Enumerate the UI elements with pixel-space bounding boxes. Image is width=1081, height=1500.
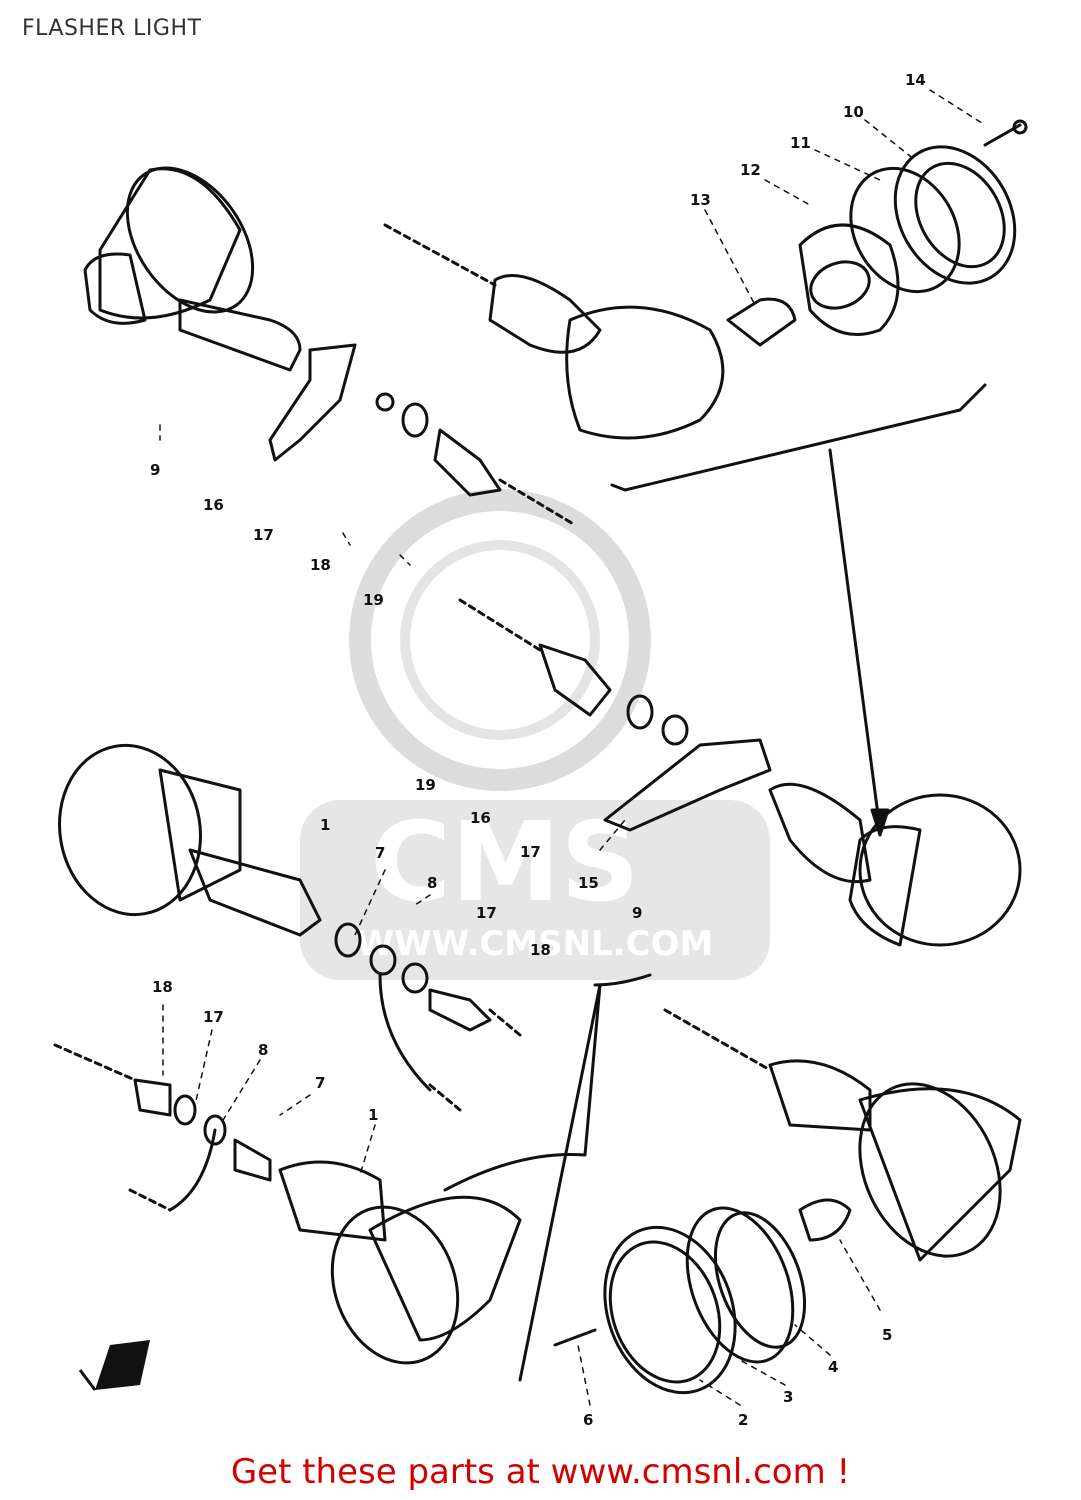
callout-12: 12 (740, 161, 761, 179)
callout-18b: 18 (530, 941, 551, 959)
callout-11: 11 (790, 134, 811, 152)
callout-2: 2 (738, 1411, 748, 1429)
callout-14: 14 (905, 71, 926, 89)
watermark-brand: CMS (370, 798, 639, 926)
callout-17: 17 (253, 526, 274, 544)
callout-6: 6 (583, 1411, 593, 1429)
callout-17c: 17 (476, 904, 497, 922)
callout-17d: 17 (203, 1008, 224, 1026)
callout-13: 13 (690, 191, 711, 209)
flasher-top-right (383, 119, 1028, 837)
callout-8: 8 (427, 874, 437, 892)
callout-7: 7 (375, 844, 385, 862)
callout-1: 1 (320, 816, 330, 834)
flasher-bottom-left (53, 973, 652, 1382)
callout-18: 18 (310, 556, 331, 574)
callout-9b: 9 (632, 904, 642, 922)
flasher-bottom-right (553, 1008, 1022, 1395)
callout-3: 3 (783, 1388, 793, 1406)
front-arrow-icon (78, 1340, 150, 1391)
callout-1b: 1 (368, 1106, 378, 1124)
flasher-middle-left (58, 743, 522, 1112)
callout-7b: 7 (315, 1074, 325, 1092)
flasher-middle-right (458, 598, 1022, 947)
callout-8b: 8 (258, 1041, 268, 1059)
callout-16: 16 (203, 496, 224, 514)
flasher-top-left (83, 166, 577, 527)
watermark-url: WWW.CMSNL.COM (357, 924, 714, 964)
callout-18c: 18 (152, 978, 173, 996)
callout-19: 19 (363, 591, 384, 609)
callout-4: 4 (828, 1358, 838, 1376)
exploded-diagram: CMS WWW.CMSNL.COM (53, 71, 1028, 1429)
callout-labels: 14 10 11 12 13 9 16 17 18 19 19 1 16 17 … (150, 71, 926, 1429)
callout-16b: 16 (470, 809, 491, 827)
leader-lines (159, 89, 986, 1406)
callout-19b: 19 (415, 776, 436, 794)
callout-5: 5 (882, 1326, 892, 1344)
callout-9: 9 (150, 461, 160, 479)
callout-17b: 17 (520, 843, 541, 861)
callout-15: 15 (578, 874, 599, 892)
callout-10: 10 (843, 103, 864, 121)
page-title: FLASHER LIGHT (22, 16, 202, 41)
footer-promo-link[interactable]: Get these parts at www.cmsnl.com ! (230, 1452, 851, 1492)
cms-watermark: CMS WWW.CMSNL.COM (300, 489, 770, 980)
